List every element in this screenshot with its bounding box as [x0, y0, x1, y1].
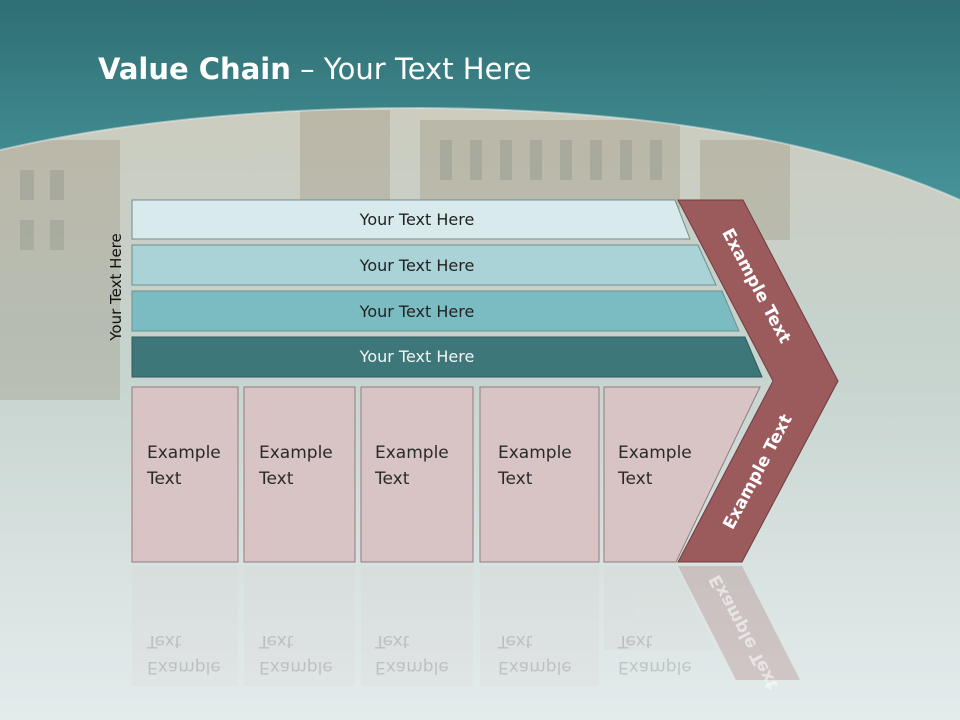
- row-label-3: Your Text Here: [359, 301, 475, 321]
- side-label: Your Text Here: [107, 233, 125, 341]
- row-bar-4: [131, 336, 763, 378]
- activity-box-3: [360, 386, 474, 563]
- box-reflection-5-line1: Example: [618, 657, 692, 677]
- box-text-5-reflection: Example Text: [618, 628, 692, 680]
- box-text-2-line1: Example: [259, 443, 333, 463]
- box-reflection-1-line2: Text: [147, 631, 182, 651]
- box-reflection-3-line1: Example: [375, 657, 449, 677]
- box-text-5-line2: Text: [618, 469, 653, 489]
- box-text-4-line1: Example: [498, 443, 572, 463]
- activity-boxes: [131, 386, 761, 563]
- box-reflection-2-line1: Example: [259, 657, 333, 677]
- title-rest: – Your Text Here: [290, 52, 532, 86]
- box-text-4-line2: Text: [498, 469, 533, 489]
- row-bar-1: [131, 199, 691, 240]
- box-text-1-reflection: Example Text: [147, 628, 221, 680]
- margin-chevron: [677, 199, 839, 563]
- activity-box-5: [603, 386, 761, 563]
- margin-chevron-reflection: [678, 566, 800, 680]
- activity-box-4: [479, 386, 600, 563]
- activity-box-1: [131, 386, 239, 563]
- box-text-1-line1: Example: [147, 443, 221, 463]
- header-band: [0, 0, 960, 200]
- row-bar-2: [131, 244, 717, 286]
- title-bold: Value Chain: [98, 52, 291, 86]
- row-label-2: Your Text Here: [359, 255, 475, 275]
- activity-box-2: [243, 386, 356, 563]
- box-text-1-line2: Text: [147, 469, 182, 489]
- box-reflection-3-line2: Text: [375, 631, 410, 651]
- box-reflection-4-line1: Example: [498, 657, 572, 677]
- box-reflection-1-line1: Example: [147, 657, 221, 677]
- value-chain-rows: [131, 199, 763, 378]
- box-text-5-line1: Example: [618, 443, 692, 463]
- box-reflection-4-line2: Text: [498, 631, 533, 651]
- row-bar-3: [131, 290, 740, 332]
- row-label-4: Your Text Here: [359, 346, 475, 366]
- row-label-1: Your Text Here: [359, 209, 475, 229]
- box-reflection-5-line2: Text: [618, 631, 653, 651]
- box-text-3-reflection: Example Text: [375, 628, 449, 680]
- box-reflection-2-line2: Text: [259, 631, 294, 651]
- box-text-3-line2: Text: [375, 469, 410, 489]
- box-text-4-reflection: Example Text: [498, 628, 572, 680]
- slide-title: Value Chain – Your Text Here: [98, 52, 532, 86]
- box-text-2-reflection: Example Text: [259, 628, 333, 680]
- box-text-3-line1: Example: [375, 443, 449, 463]
- box-text-2-line2: Text: [259, 469, 294, 489]
